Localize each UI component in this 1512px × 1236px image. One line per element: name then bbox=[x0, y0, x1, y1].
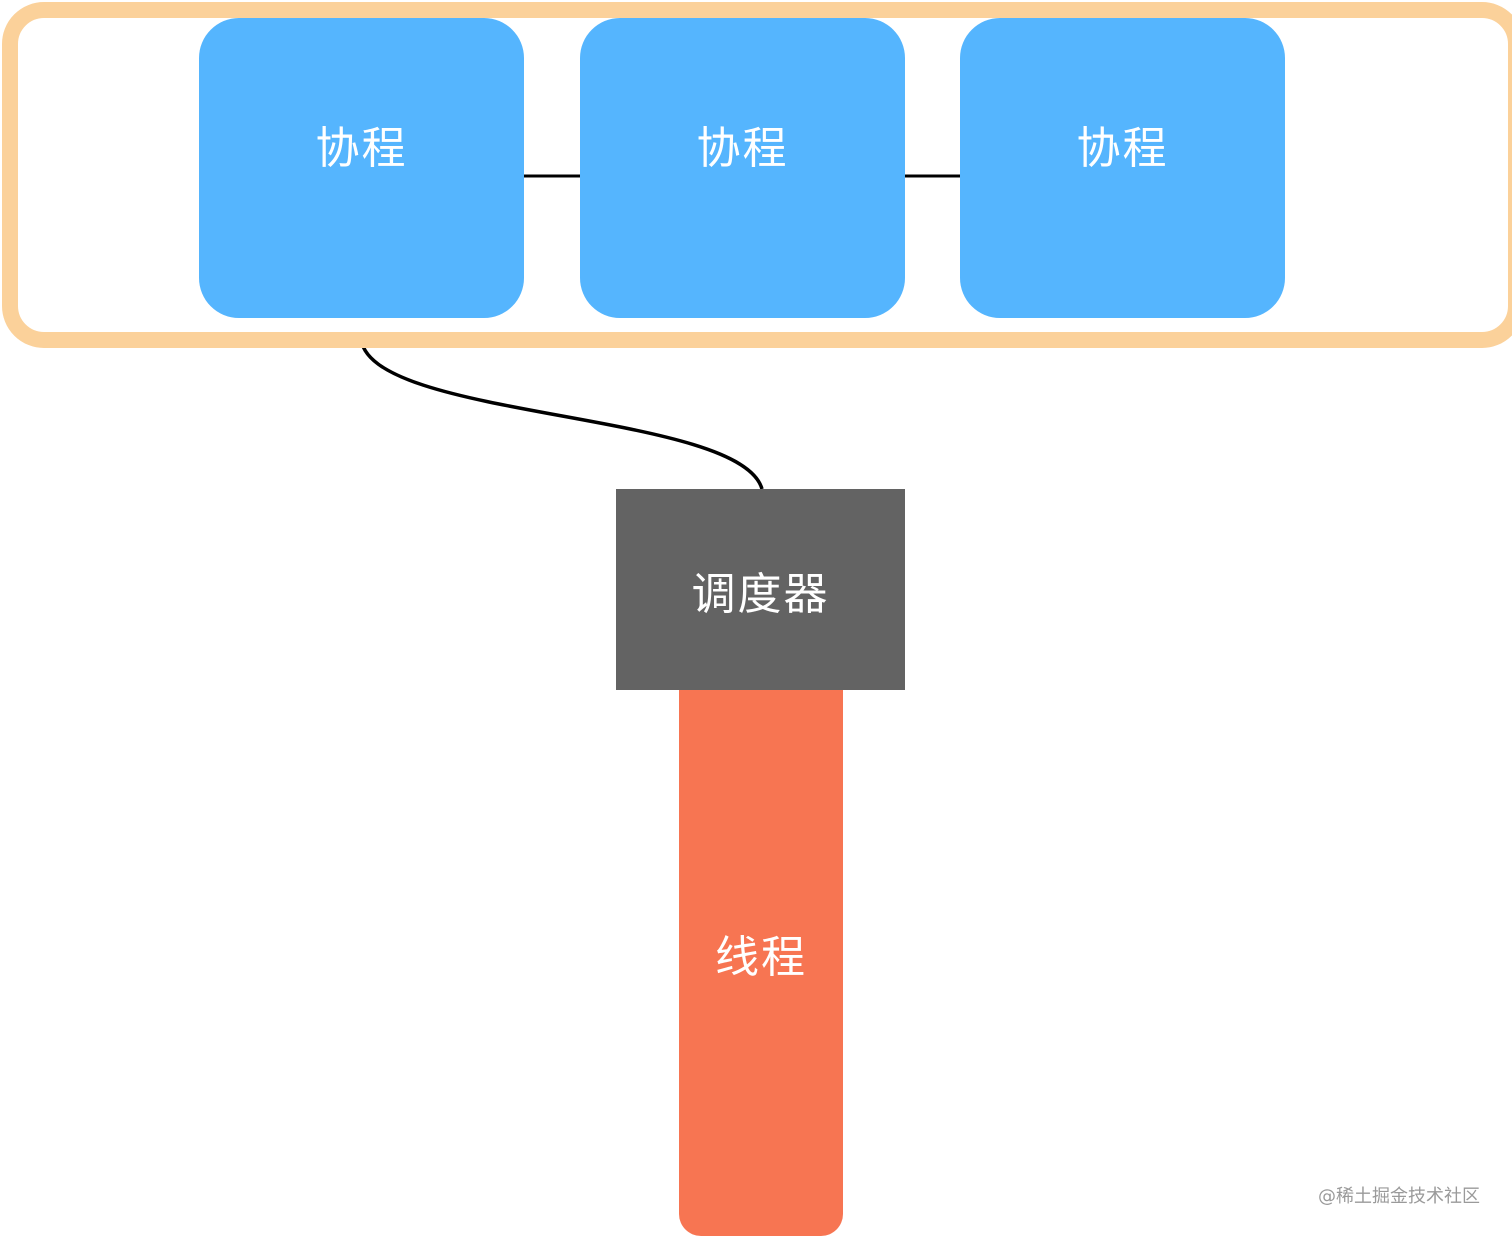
coroutine-node-2: 协程 bbox=[580, 18, 905, 318]
watermark: @稀土掘金技术社区 bbox=[1318, 1186, 1480, 1207]
thread-node: 线程 bbox=[679, 690, 843, 1236]
link-coroutine-scheduler bbox=[359, 335, 764, 490]
thread-label: 线程 bbox=[715, 932, 807, 983]
scheduler-node: 调度器 bbox=[616, 489, 905, 690]
coroutine-label: 协程 bbox=[696, 123, 789, 174]
scheduler-label: 调度器 bbox=[691, 568, 830, 620]
coroutine-label: 协程 bbox=[315, 123, 408, 174]
coroutine-label: 协程 bbox=[1076, 123, 1169, 174]
coroutine-node-1: 协程 bbox=[199, 18, 524, 318]
coroutine-pool bbox=[2, 2, 1512, 348]
coroutine-node-3: 协程 bbox=[960, 18, 1285, 318]
